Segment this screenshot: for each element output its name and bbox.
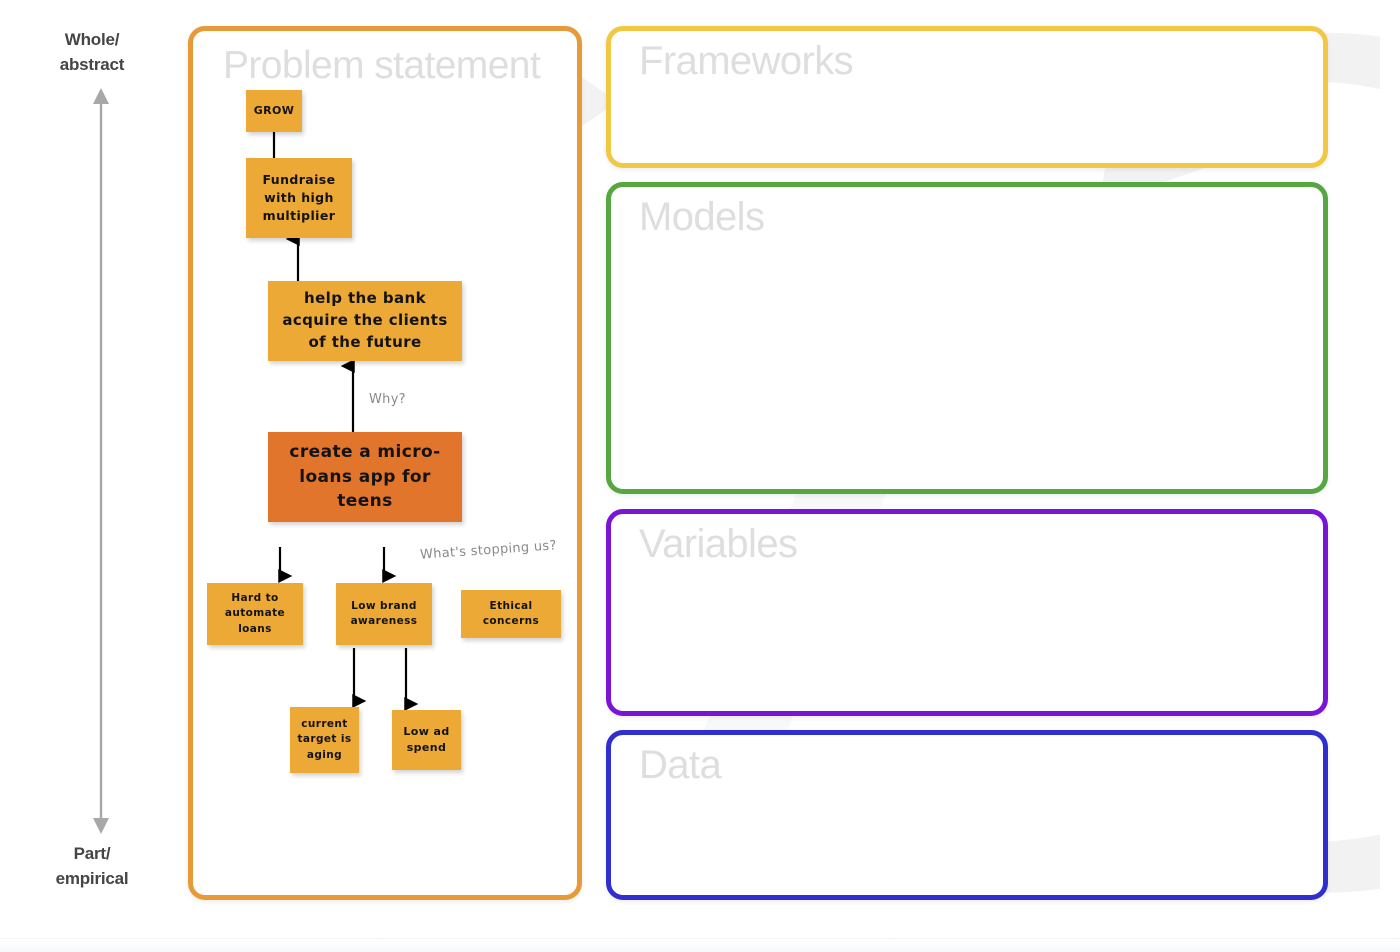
panel-title-data: Data bbox=[639, 743, 722, 787]
sticky-note-ethical-concerns-text: Ethical concerns bbox=[482, 599, 540, 627]
sticky-note-current-target-aging[interactable]: current target is aging bbox=[290, 707, 359, 773]
sticky-note-help-bank[interactable]: help the bank acquire the clients of the… bbox=[268, 281, 462, 361]
sticky-note-low-brand-awareness-text: Low brand awareness bbox=[350, 599, 418, 627]
panel-frameworks[interactable]: Frameworks bbox=[606, 26, 1328, 168]
panel-title-problem-statement: Problem statement bbox=[223, 44, 541, 87]
canvas-bottom-edge bbox=[0, 938, 1400, 952]
axis-label-part-line1: Part/ bbox=[73, 844, 111, 863]
sticky-note-hard-to-automate[interactable]: Hard to automate loans bbox=[207, 583, 303, 645]
sticky-note-low-ad-spend[interactable]: Low ad spend bbox=[392, 710, 461, 770]
panel-models[interactable]: Models bbox=[606, 182, 1328, 494]
axis-label-part-empirical: Part/ empirical bbox=[12, 842, 172, 891]
sticky-note-microloans[interactable]: create a micro-loans app for teens bbox=[268, 432, 462, 522]
sticky-note-grow-text: GROW bbox=[253, 104, 295, 118]
axis-label-part-line2: empirical bbox=[55, 868, 129, 888]
axis-label-whole-line2: abstract bbox=[59, 54, 125, 74]
sticky-note-current-target-aging-text: current target is aging bbox=[297, 718, 352, 761]
sticky-note-ethical-concerns[interactable]: Ethical concerns bbox=[461, 590, 561, 638]
panel-title-variables: Variables bbox=[639, 522, 798, 566]
connector-label-why: Why? bbox=[369, 392, 406, 407]
sticky-note-hard-to-automate-text: Hard to automate loans bbox=[224, 592, 286, 635]
sticky-note-fundraise-text: Fundraise with high multiplier bbox=[262, 171, 336, 224]
sticky-note-microloans-text: create a micro-loans app for teens bbox=[289, 442, 441, 512]
panel-data[interactable]: Data bbox=[606, 730, 1328, 900]
sticky-note-low-ad-spend-text: Low ad spend bbox=[403, 725, 450, 754]
sticky-note-fundraise[interactable]: Fundraise with high multiplier bbox=[246, 158, 352, 238]
abstraction-axis-arrow bbox=[93, 88, 109, 834]
panel-title-models: Models bbox=[639, 195, 765, 239]
axis-label-whole-line1: Whole/ bbox=[64, 30, 120, 49]
panel-variables[interactable]: Variables bbox=[606, 509, 1328, 716]
sticky-note-help-bank-text: help the bank acquire the clients of the… bbox=[282, 289, 448, 351]
panel-title-frameworks: Frameworks bbox=[639, 39, 854, 83]
sticky-note-grow[interactable]: GROW bbox=[246, 90, 302, 132]
sticky-note-low-brand-awareness[interactable]: Low brand awareness bbox=[336, 583, 432, 645]
axis-label-whole-abstract: Whole/ abstract bbox=[12, 28, 172, 77]
